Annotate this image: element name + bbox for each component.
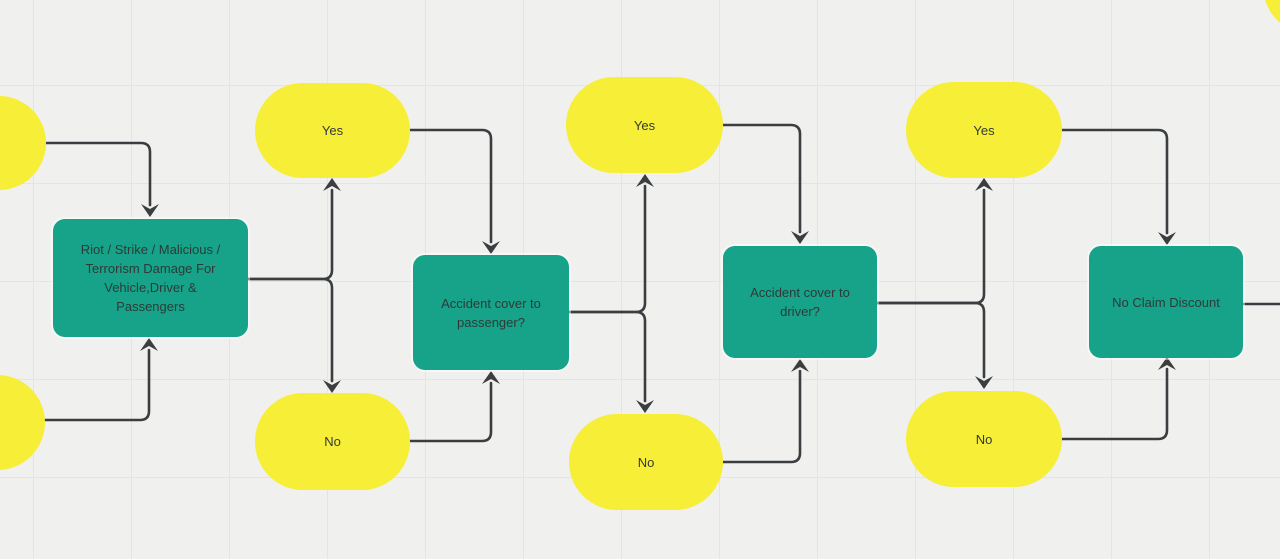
node-no-claim-discount[interactable]: No Claim Discount [1089, 246, 1243, 358]
node-label: Riot / Strike / Malicious / Terrorism Da… [80, 242, 221, 314]
edge-riot-to-no1[interactable] [246, 277, 341, 393]
edge-riot-to-yes1[interactable] [246, 178, 341, 281]
node-label: No Claim Discount [1112, 294, 1220, 310]
node-no-3[interactable]: No [906, 391, 1062, 487]
edge-offscreen-left-bottom-to-riot[interactable] [43, 338, 158, 422]
node-label: Accident cover to passenger? [441, 295, 541, 330]
node-accident-cover-driver[interactable]: Accident cover to driver? [723, 246, 877, 358]
node-riot-strike-damage[interactable]: Riot / Strike / Malicious / Terrorism Da… [53, 219, 248, 337]
node-yes-3[interactable]: Yes [906, 82, 1062, 178]
node-no-2[interactable]: No [569, 414, 723, 510]
edge-no2-to-driver[interactable] [721, 359, 809, 464]
edge-yes3-to-discount[interactable] [1060, 128, 1176, 245]
edge-yes1-to-passenger[interactable] [408, 128, 500, 254]
node-label: No [637, 454, 655, 470]
edge-no3-to-discount[interactable] [1060, 357, 1176, 441]
edge-passenger-to-no2[interactable] [567, 310, 654, 413]
edge-no1-to-passenger[interactable] [408, 371, 500, 443]
node-accident-cover-passenger[interactable]: Accident cover to passenger? [413, 255, 569, 370]
node-yes-1[interactable]: Yes [255, 83, 410, 178]
node-label: Yes [321, 123, 344, 138]
node-label: Yes [973, 122, 995, 138]
node-label: Yes [633, 117, 656, 133]
edge-driver-to-yes3[interactable] [875, 178, 993, 305]
node-no-1[interactable]: No [255, 393, 410, 490]
node-label: No [975, 431, 993, 447]
node-label: No [324, 434, 341, 449]
edge-driver-to-no3[interactable] [875, 301, 993, 389]
edge-offscreen-left-top-to-riot[interactable] [44, 141, 159, 217]
edge-passenger-to-yes2[interactable] [567, 174, 654, 314]
edge-yes2-to-driver[interactable] [720, 123, 809, 244]
node-yes-2[interactable]: Yes [566, 77, 723, 173]
node-label: Accident cover to driver? [750, 285, 850, 319]
